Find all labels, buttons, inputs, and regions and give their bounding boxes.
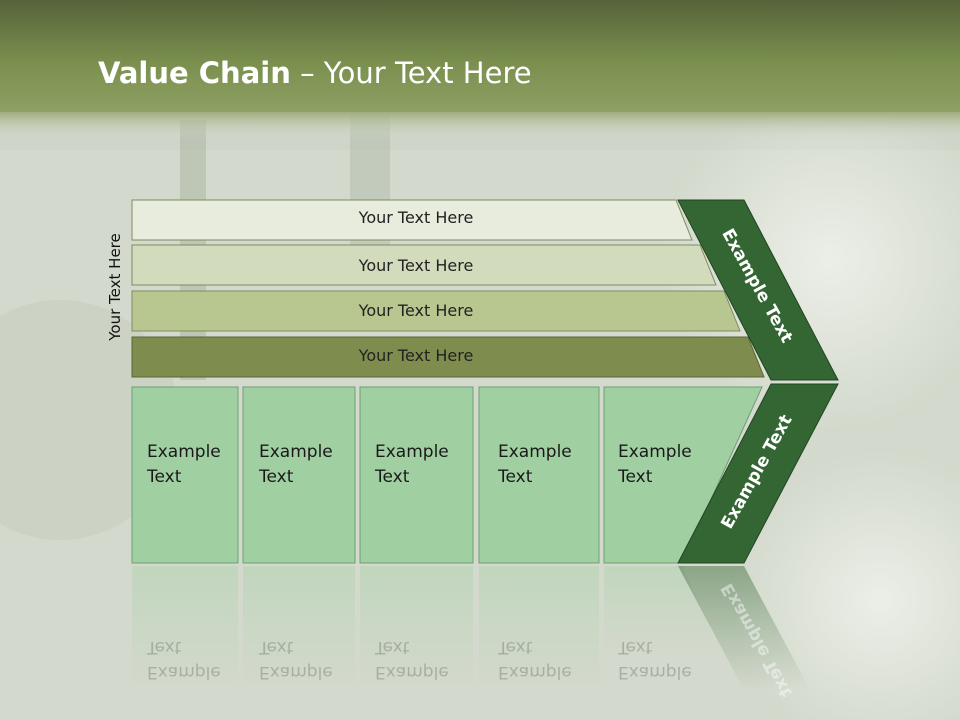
title-rest: – Your Text Here [290,56,532,90]
cell-2 [242,386,356,564]
cell-4 [478,386,600,564]
row-label-1: Your Text Here [358,208,474,227]
cell-1 [131,386,239,564]
row-label-2: Your Text Here [358,256,474,275]
chevron-bottom [677,383,839,564]
value-row-2 [131,244,717,286]
row-label-3: Your Text Here [358,301,474,320]
title-bold: Value Chain [98,56,291,90]
side-label: Your Text Here [106,233,124,341]
slide-title: Value Chain – Your Text Here [98,56,532,90]
value-row-3 [131,290,741,332]
cell-3 [359,386,474,564]
value-row-1 [131,199,693,241]
value-row-4 [131,336,765,378]
row-label-4: Your Text Here [358,346,474,365]
chevron-top [677,199,839,381]
